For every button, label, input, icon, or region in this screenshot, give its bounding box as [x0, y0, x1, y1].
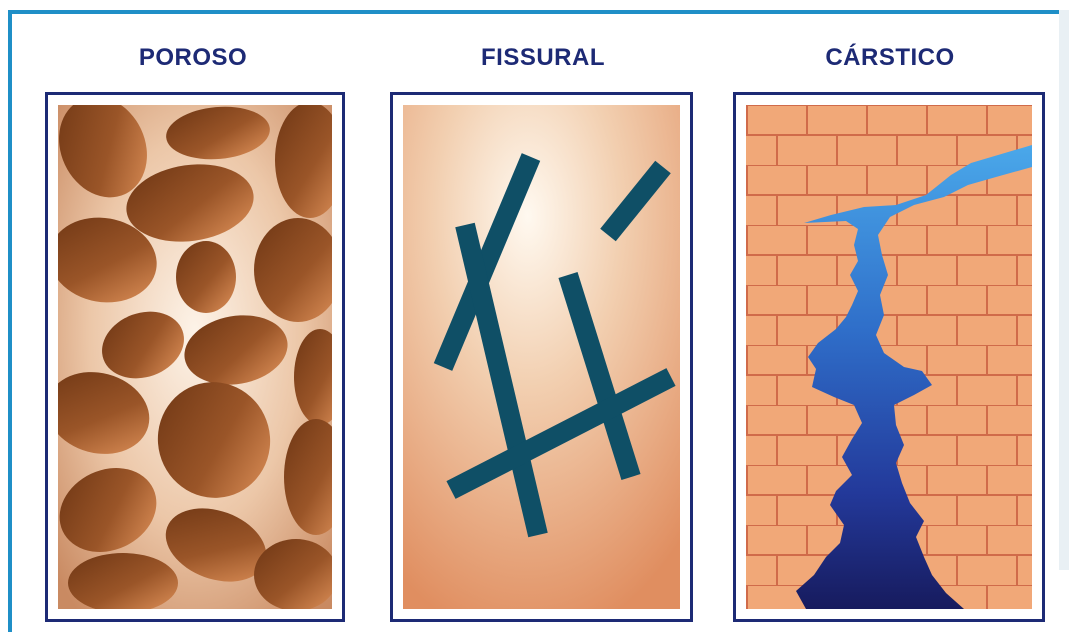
label-poroso: POROSO: [48, 44, 338, 72]
panel-fissural: [390, 92, 693, 622]
karst-illustration: [746, 105, 1032, 609]
label-fissural: FISSURAL: [393, 44, 693, 72]
frame-edge: [1059, 10, 1069, 570]
porous-illustration: [58, 105, 332, 609]
panel-poroso: [45, 92, 345, 622]
label-carstico: CÁRSTICO: [740, 44, 1040, 72]
panel-carstico: [733, 92, 1045, 622]
grain: [176, 241, 236, 313]
fissure-illustration: [403, 105, 680, 609]
